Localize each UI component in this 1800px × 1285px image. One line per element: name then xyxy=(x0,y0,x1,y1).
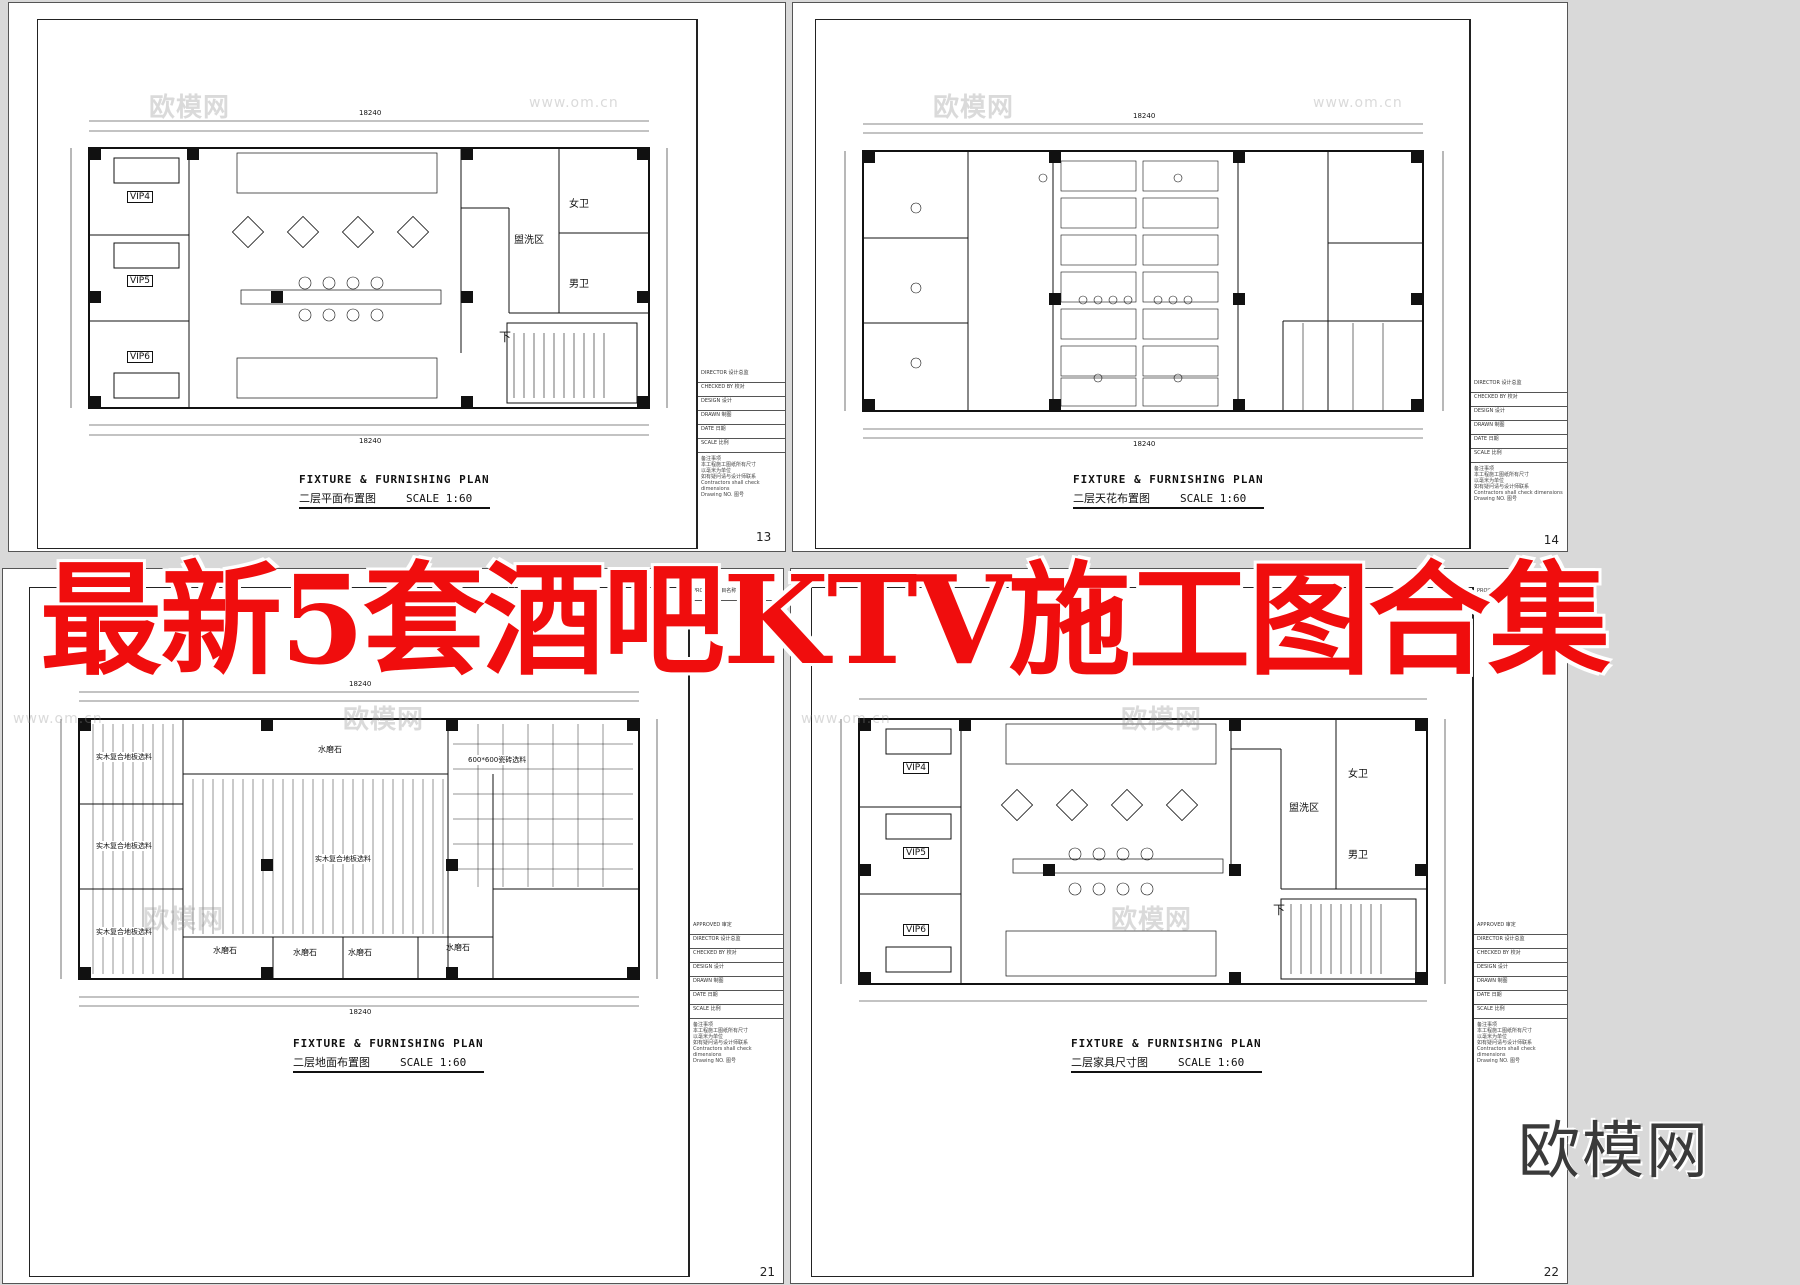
label-wood-floor-2: 实木复合地板选料 xyxy=(96,841,152,851)
dim-total-bottom: 18240 xyxy=(359,437,382,445)
sheet-frame xyxy=(811,587,1473,1277)
drawing-sheet-2: 18240 18240 FIXTURE & FURNISHING PLAN 二层… xyxy=(792,2,1568,552)
caption-title-en: FIXTURE & FURNISHING PLAN xyxy=(1073,473,1264,486)
floor-plan-layout xyxy=(70,120,668,436)
label-wood-floor-3: 实木复合地板选料 xyxy=(96,927,152,937)
title-block: DIRECTOR 设计总监 CHECKED BY 校对 DESIGN 设计 DR… xyxy=(1470,19,1567,549)
label-wood-floor-1: 实木复合地板选料 xyxy=(96,752,152,762)
label-female-restroom: 女卫 xyxy=(1348,769,1368,780)
sheet-number: 21 xyxy=(759,1265,775,1279)
label-terrazzo-4: 水磨石 xyxy=(446,943,470,952)
sheet-number: 22 xyxy=(1543,1265,1559,1279)
sheet-number-1: 13 xyxy=(756,530,772,544)
label-terrazzo-3: 水磨石 xyxy=(348,948,372,957)
ceiling-plan-layout xyxy=(844,123,1444,439)
label-male-restroom: 男卫 xyxy=(569,279,589,290)
label-wood-floor-main: 实木复合地板选料 xyxy=(315,854,371,864)
drawing-sheet-1: 盥洗区 女卫 男卫 VIP4 VIP5 VIP6 下 18240 18240 F… xyxy=(8,2,786,552)
label-vip5: VIP5 xyxy=(903,847,929,859)
label-terrazzo-top: 水磨石 xyxy=(318,745,342,754)
floor-finish-plan-layout xyxy=(60,691,658,1007)
sheet-number: 14 xyxy=(1543,533,1559,547)
caption-title-en: FIXTURE & FURNISHING PLAN xyxy=(293,1037,484,1050)
label-terrazzo-2: 水磨石 xyxy=(293,948,317,957)
label-female-restroom: 女卫 xyxy=(569,199,589,210)
label-vip6: VIP6 xyxy=(127,351,153,363)
label-vip4: VIP4 xyxy=(127,191,153,203)
title-block: PROJECT 项目名称 APPROVED 审定 DIRECTOR 设计总监 C… xyxy=(689,587,783,1277)
label-stairs-down: 下 xyxy=(499,330,512,344)
label-terrazzo-1: 水磨石 xyxy=(213,946,237,955)
label-stairs-down: 下 xyxy=(1273,903,1286,917)
sheet-frame xyxy=(815,19,1470,549)
label-wash-area: 盥洗区 xyxy=(514,235,544,246)
dim-total-top: 18240 xyxy=(359,109,382,117)
promo-headline: 最新5套酒吧KTV施工图合集 xyxy=(40,548,1610,692)
brand-logo-text: 欧模网 xyxy=(1517,1114,1710,1187)
label-vip5: VIP5 xyxy=(127,275,153,287)
label-vip6: VIP6 xyxy=(903,924,929,936)
dim-total-top: 18240 xyxy=(1133,112,1156,120)
caption-title-en: FIXTURE & FURNISHING PLAN xyxy=(1071,1037,1262,1050)
dim-total-top: 18240 xyxy=(349,680,372,688)
label-male-restroom: 男卫 xyxy=(1348,850,1368,861)
sheet-frame xyxy=(29,587,689,1277)
title-block: DIRECTOR 设计总监 CHECKED BY 校对 DESIGN 设计 DR… xyxy=(697,19,785,549)
dim-total-bottom: 18240 xyxy=(349,1008,372,1016)
label-wash-area: 盥洗区 xyxy=(1289,803,1319,814)
sheet-frame xyxy=(37,19,697,549)
dim-total-bottom: 18240 xyxy=(1133,440,1156,448)
caption-title-en: FIXTURE & FURNISHING PLAN xyxy=(299,473,490,486)
title-block: PROJECT 项目名称 APPROVED 审定 DIRECTOR 设计总监 C… xyxy=(1473,587,1567,1277)
furniture-dimension-plan-layout xyxy=(840,698,1446,1002)
label-vip4: VIP4 xyxy=(903,762,929,774)
label-tile: 600*600瓷砖选料 xyxy=(468,755,527,765)
